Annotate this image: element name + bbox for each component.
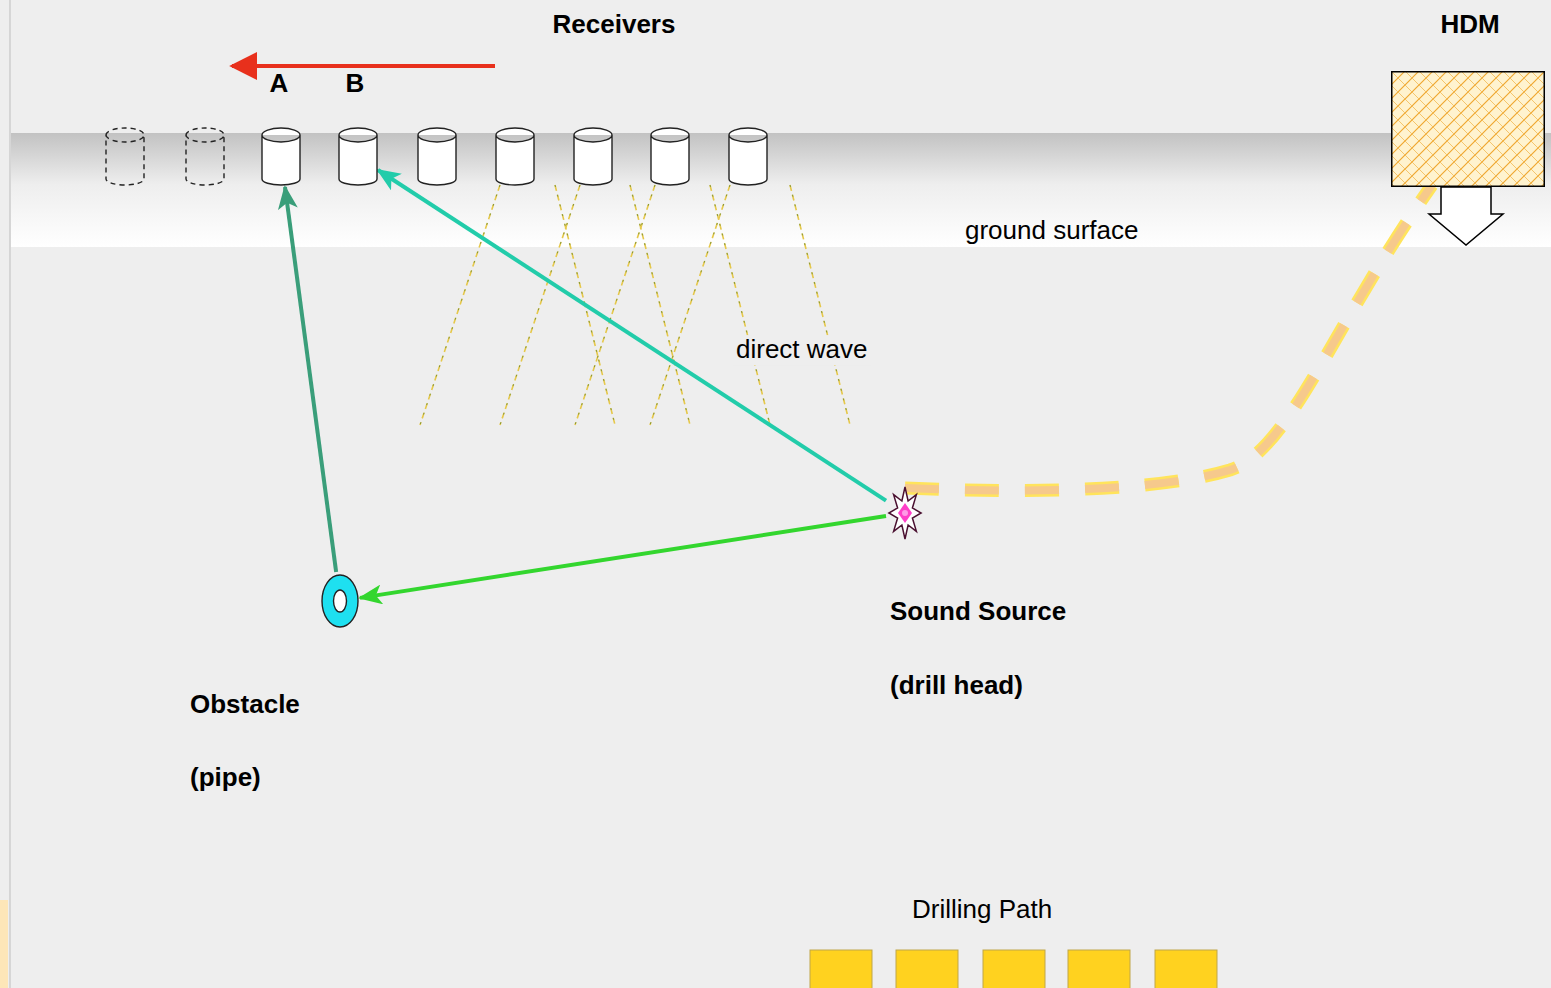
receiver: B [338,127,378,187]
receiver-symbol [186,128,224,185]
path-block [896,950,958,988]
receiver: A [261,127,301,187]
wave-line [500,185,580,425]
receiver-symbol [651,128,689,185]
wave-label: direct wave [733,335,871,365]
receiver-symbol [496,128,534,185]
hdm-machine-shape [1391,71,1545,187]
direct-wave-lines [420,185,850,425]
drill-path [905,185,1432,490]
node-label: HDM [1440,10,1499,40]
path-block [1068,950,1130,988]
wave-line [500,185,580,425]
node-label: Sound Source [890,597,1066,627]
node-sublabel: (drill head) [890,671,1023,701]
wave-line [710,185,770,425]
receiver-symbol [106,128,144,185]
drilling-path-blocks [810,950,1217,988]
wave-arrow [360,516,886,598]
node-label: Obstacle [190,690,300,720]
ground-band [11,133,1551,247]
frame-line [10,0,11,988]
receiver-symbol [418,128,456,185]
wave-line [630,185,690,425]
edge-mark [0,900,8,988]
sound-source-shape [886,484,924,542]
receiver-shape [338,127,378,187]
drill-path-outline [905,185,1432,490]
move-arrow [232,64,495,68]
wave-line [790,185,850,425]
hdm-machine: HDM [1391,71,1545,187]
path-label: Drilling Path [912,895,1052,925]
obstacle-pipe-shape [320,572,360,630]
path-block [1155,950,1217,988]
title-label: Receivers [553,10,676,40]
receiver-symbol [729,128,767,185]
path-block [810,950,872,988]
down-arrow [1429,187,1503,245]
wave-line [790,185,850,425]
receiver-shape [261,127,301,187]
wave-line [710,185,770,425]
receiver-symbols [106,128,767,185]
node-label: B [346,69,365,99]
sound-source: Sound Source(drill head) [886,484,924,542]
wave-arrow [378,170,886,501]
receiver-symbol [574,128,612,185]
path-block [983,950,1045,988]
node-label: A [270,69,289,99]
ground-label: ground surface [965,216,1138,246]
obstacle-pipe: Obstacle(pipe) [320,572,360,630]
wave-arrow [285,187,336,572]
node-sublabel: (pipe) [190,763,261,793]
wave-line [630,185,690,425]
